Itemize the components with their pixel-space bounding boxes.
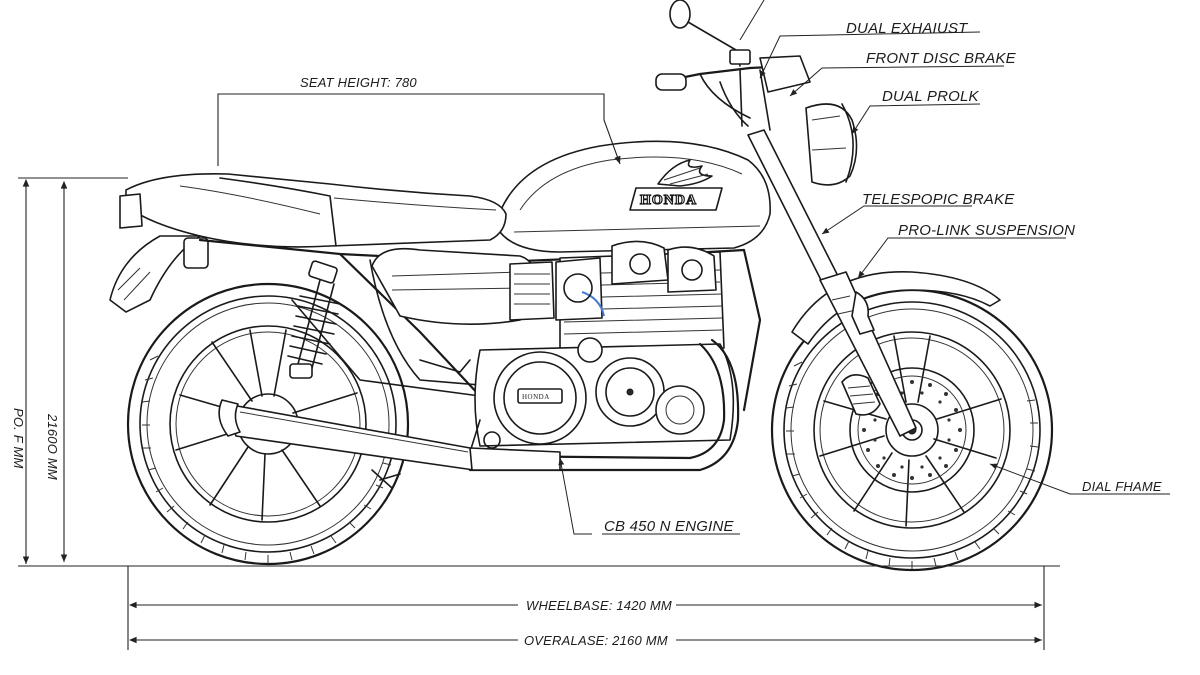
callout-leaders xyxy=(558,0,1170,535)
dimension-lines xyxy=(18,93,1060,650)
height-outer-label: PO. F MM xyxy=(11,408,26,469)
front-disc-brake-label: FRONT DISC BRAKE xyxy=(866,50,1017,67)
height-inner-label: 2160O MM xyxy=(45,413,60,480)
engine-cover-logo: HONDA xyxy=(522,393,550,401)
frame xyxy=(198,238,762,412)
seat-height-label: SEAT HEIGHT: 780 xyxy=(300,75,417,90)
engine: HONDA xyxy=(469,240,735,461)
rear-wheel xyxy=(126,282,410,566)
mirror xyxy=(669,0,751,67)
engine-label: CB 450 N ENGINE xyxy=(604,518,735,535)
pro-link-suspension-label: PRO-LINK SUSPENSION xyxy=(898,222,1075,239)
rear-shock xyxy=(287,260,341,379)
dual-prolk-label: DUAL PROLK xyxy=(882,88,980,105)
footpeg xyxy=(371,359,471,489)
dial-fhame-label: DIAL FHAME xyxy=(1082,479,1162,494)
tank-logo-text: HONDA xyxy=(640,193,697,208)
exhaust xyxy=(218,338,740,472)
front-fork xyxy=(747,129,917,437)
telespopic-brake-label: TELESPOPIC BRAKE xyxy=(862,191,1015,208)
fuel-tank: HONDA xyxy=(499,140,771,253)
wheelbase-label: WHEELBASE: 1420 MM xyxy=(526,598,672,613)
seat xyxy=(119,173,507,248)
rear-fender xyxy=(109,235,209,313)
overall-length-label: OVERALASE: 2160 MM xyxy=(524,633,668,648)
headlight xyxy=(805,103,858,186)
handlebar xyxy=(655,55,811,131)
dual-exhaust-label: DUAL EXHAIUST xyxy=(846,20,969,37)
